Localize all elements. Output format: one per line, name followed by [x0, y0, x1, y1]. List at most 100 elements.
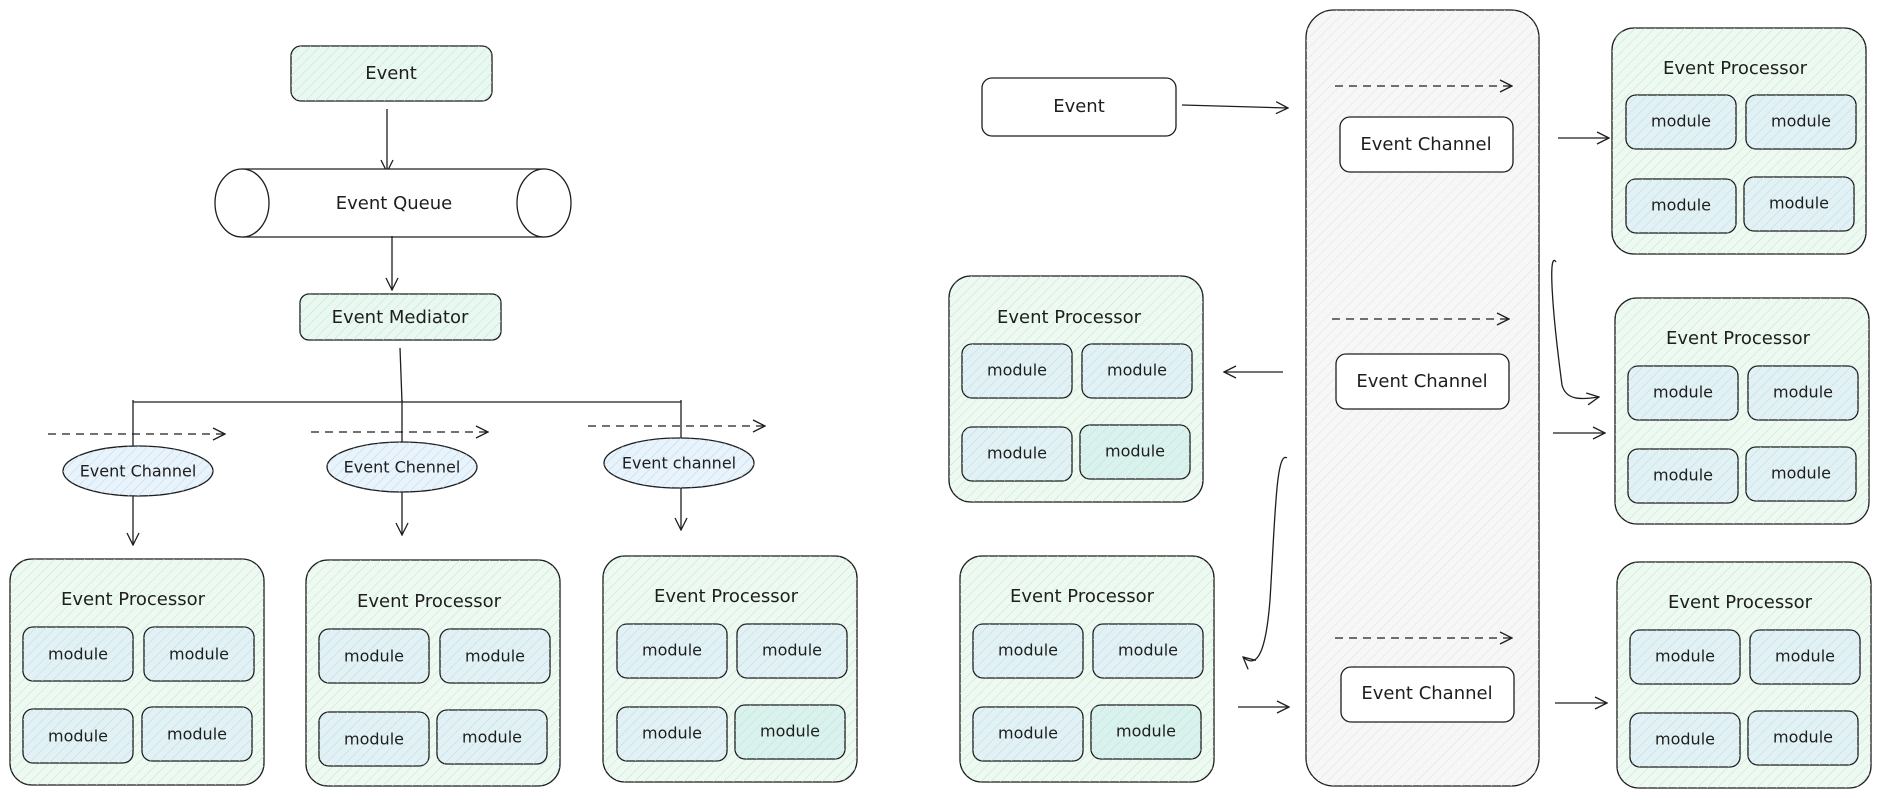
module-label: module	[1775, 647, 1835, 666]
right-event-channel-1: Event Channel	[1339, 116, 1514, 173]
module-label: module	[344, 647, 404, 666]
event-mediator-label: Event Mediator	[332, 307, 469, 328]
processor-title: Event Processor	[1663, 58, 1808, 79]
mediator-stem	[399, 347, 403, 403]
module-box: module	[961, 343, 1073, 399]
event-label: Event	[365, 63, 417, 84]
module-label: module	[1651, 112, 1711, 131]
module-box: module	[1625, 94, 1737, 150]
event-channel-label: Event Channel	[1361, 683, 1492, 704]
module-box: module	[141, 706, 253, 762]
event-processor-right-2: Event Processor module module module mod…	[1614, 297, 1870, 525]
module-label: module	[462, 728, 522, 747]
module-label: module	[1655, 647, 1715, 666]
module-label: module	[169, 645, 229, 664]
processor-title: Event Processor	[997, 307, 1142, 328]
module-label: module	[48, 727, 108, 746]
event-processor-mid-2: Event Processor module module module mod…	[959, 555, 1215, 783]
event-processor-mid-1: Event Processor module module module mod…	[948, 275, 1204, 503]
module-label: module	[167, 725, 227, 744]
module-label: module	[1653, 466, 1713, 485]
event-queue-cylinder: Event Queue	[214, 168, 572, 238]
module-box: module	[1747, 710, 1859, 766]
module-box: module	[1629, 712, 1741, 768]
curved-arrow-lower	[1243, 456, 1288, 660]
module-box: module	[1090, 704, 1202, 760]
module-label: module	[762, 641, 822, 660]
event-mediator-node: Event Mediator	[299, 293, 502, 341]
event-queue-label: Event Queue	[336, 193, 452, 214]
event-channel-3: Event channel	[603, 437, 755, 489]
module-box: module	[972, 623, 1084, 679]
module-box: module	[22, 708, 134, 764]
module-box: module	[736, 623, 848, 679]
module-box: module	[1629, 629, 1741, 685]
event-processor-right-3: Event Processor module module module mod…	[1616, 561, 1872, 789]
module-box: module	[616, 706, 728, 762]
module-box: module	[1747, 365, 1859, 421]
event-channel-1: Event Channel	[62, 445, 214, 497]
module-label: module	[1118, 641, 1178, 660]
module-box: module	[22, 626, 134, 682]
module-box: module	[1749, 629, 1861, 685]
module-box: module	[1081, 343, 1193, 399]
module-label: module	[1651, 196, 1711, 215]
right-event-channel-2: Event Channel	[1335, 353, 1510, 410]
module-box: module	[1625, 178, 1737, 234]
module-label: module	[998, 641, 1058, 660]
module-box: module	[318, 628, 430, 684]
module-label: module	[465, 647, 525, 666]
module-label: module	[1769, 194, 1829, 213]
module-box: module	[318, 711, 430, 767]
module-label: module	[998, 724, 1058, 743]
module-label: module	[1771, 464, 1831, 483]
module-label: module	[1771, 112, 1831, 131]
module-box: module	[1627, 365, 1739, 421]
module-box: module	[1743, 176, 1855, 232]
module-box: module	[143, 626, 255, 682]
module-label: module	[344, 730, 404, 749]
module-box: module	[1079, 424, 1191, 480]
module-label: module	[1107, 361, 1167, 380]
event-channel-label: Event channel	[622, 454, 736, 473]
module-label: module	[1653, 383, 1713, 402]
module-box: module	[1745, 94, 1857, 150]
processor-title: Event Processor	[1668, 592, 1813, 613]
module-label: module	[1105, 442, 1165, 461]
module-box: module	[436, 709, 548, 765]
module-box: module	[616, 623, 728, 679]
module-box: module	[734, 704, 846, 760]
module-label: module	[48, 645, 108, 664]
processor-title: Event Processor	[357, 591, 502, 612]
module-label: module	[1773, 383, 1833, 402]
module-box: module	[1627, 448, 1739, 504]
module-box: module	[439, 628, 551, 684]
event-channel-label: Event Channel	[80, 462, 197, 481]
event-processor-left-3: Event Processor module module module mod…	[602, 555, 858, 783]
module-box: module	[1745, 446, 1857, 502]
module-label: module	[1116, 722, 1176, 741]
processor-title: Event Processor	[61, 589, 206, 610]
module-box: module	[972, 706, 1084, 762]
processor-title: Event Processor	[1010, 586, 1155, 607]
arrow-event-to-bus	[1181, 105, 1288, 108]
right-event-channel-3: Event Channel	[1340, 666, 1515, 723]
module-label: module	[987, 361, 1047, 380]
module-box: module	[961, 426, 1073, 482]
event-processor-left-2: Event Processor module module module mod…	[305, 559, 561, 787]
module-label: module	[642, 641, 702, 660]
module-label: module	[987, 444, 1047, 463]
event-processor-right-1: Event Processor module module module mod…	[1611, 27, 1867, 255]
processor-title: Event Processor	[1666, 328, 1811, 349]
event-processor-left-1: Event Processor module module module mod…	[9, 558, 265, 786]
event-channel-label: Event Chennel	[344, 458, 461, 477]
event-node: Event	[290, 45, 493, 102]
module-label: module	[1655, 730, 1715, 749]
right-diagram: Event Event Channel Event Channel Event …	[948, 9, 1872, 789]
processor-title: Event Processor	[654, 586, 799, 607]
event-channel-label: Event Channel	[1356, 371, 1487, 392]
curved-arrow-upper	[1551, 259, 1599, 398]
module-label: module	[760, 722, 820, 741]
module-box: module	[1092, 623, 1204, 679]
